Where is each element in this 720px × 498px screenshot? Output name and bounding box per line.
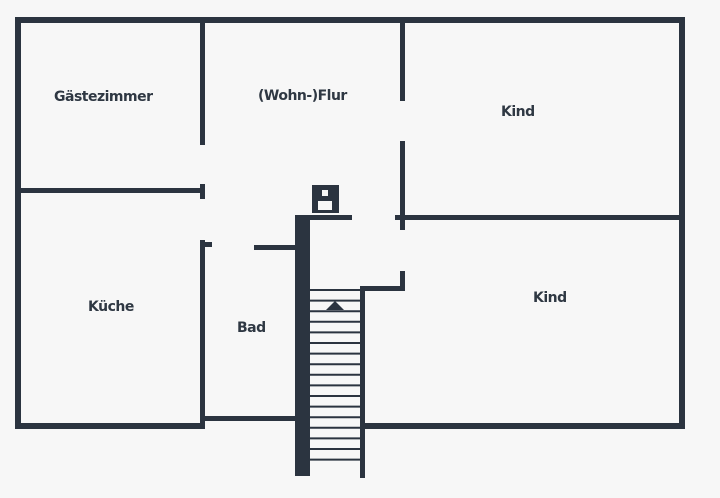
wall-kitchen-bath xyxy=(200,240,205,429)
stair-arrow-up-icon xyxy=(326,301,344,310)
outer-walls xyxy=(15,17,685,429)
room-label-bath: Bad xyxy=(237,320,266,336)
stair-top-landing xyxy=(295,215,352,220)
wall-kitchen-bath-stub xyxy=(200,242,212,247)
wall-kind-stub xyxy=(395,215,405,220)
room-label-guest: Gästezimmer xyxy=(54,89,153,105)
room-label-kind-top: Kind xyxy=(501,104,535,120)
wall-hall-kind-upper xyxy=(400,23,405,101)
room-label-kitchen: Küche xyxy=(88,299,134,315)
staircase xyxy=(295,215,360,476)
stair-steps xyxy=(310,289,360,461)
outer-wall-right xyxy=(679,17,685,429)
wall-stair-top-right xyxy=(360,286,405,291)
outer-wall-bottom-right xyxy=(362,423,685,429)
wall-guest-kitchen xyxy=(21,188,202,193)
wall-bath-top xyxy=(254,245,298,250)
interior-walls xyxy=(21,23,679,478)
outer-wall-top xyxy=(15,17,685,23)
wall-guest-hall xyxy=(200,23,205,145)
wall-kind-kind xyxy=(405,215,679,220)
chimney-icon xyxy=(312,185,339,213)
wall-stair-right xyxy=(360,286,365,478)
outer-wall-left xyxy=(15,17,21,429)
wall-bath-bottom xyxy=(205,416,296,421)
room-label-kind-bottom: Kind xyxy=(533,290,567,306)
wall-guest-stub xyxy=(200,184,205,199)
outer-wall-bottom-left xyxy=(15,423,205,429)
wall-hall-kind-lower xyxy=(400,141,405,230)
wall-hall-bottom-stub xyxy=(400,271,405,291)
stair-left-wall xyxy=(295,218,310,476)
room-label-hallway: (Wohn-)Flur xyxy=(258,88,347,104)
